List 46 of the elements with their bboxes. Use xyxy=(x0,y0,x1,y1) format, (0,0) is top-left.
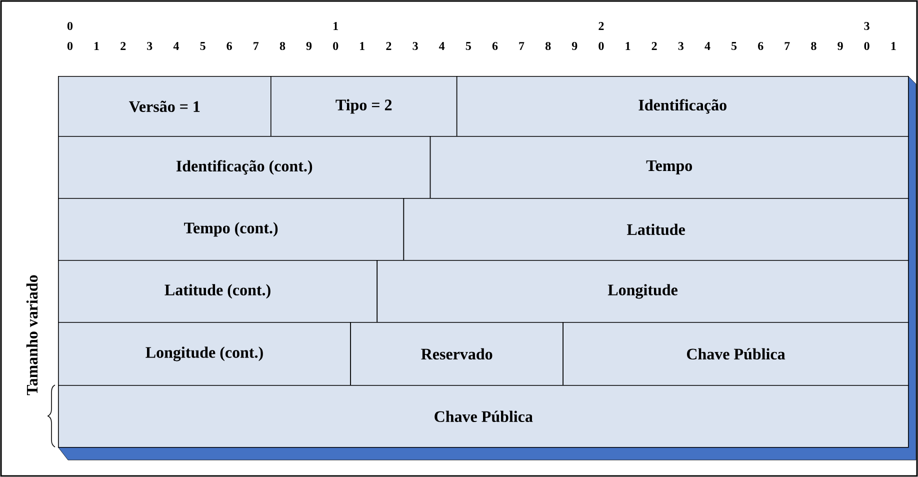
field-box: Tipo = 2 xyxy=(270,76,458,137)
side-label: Tamanho variado xyxy=(26,275,38,396)
bit-number: 0 xyxy=(333,42,338,50)
field-box: Reservado xyxy=(350,322,564,386)
bit-number: 8 xyxy=(280,42,286,50)
bit-number: 3 xyxy=(678,42,684,50)
bit-number: 5 xyxy=(200,42,206,50)
bit-number: 7 xyxy=(519,42,524,50)
bit-number: 6 xyxy=(226,42,232,50)
field-box: Latitude xyxy=(403,198,909,261)
bit-number: 0 xyxy=(864,42,870,50)
bit-number: 0 xyxy=(67,42,73,50)
field-box: Tempo (cont.) xyxy=(58,198,404,261)
bit-number: 2 xyxy=(598,22,604,30)
bit-number: 4 xyxy=(173,42,179,50)
bit-number: 9 xyxy=(838,42,843,50)
bit-number: 8 xyxy=(546,42,551,50)
bit-number: 6 xyxy=(758,42,764,50)
field-box: Tempo xyxy=(430,136,909,199)
field-box: Versão = 1 xyxy=(58,76,272,137)
bit-number: 9 xyxy=(306,42,312,50)
bit-number: 1 xyxy=(626,42,630,50)
bit-number: 3 xyxy=(864,22,870,30)
field-box: Latitude (cont.) xyxy=(58,260,378,323)
bit-number: 2 xyxy=(652,42,657,50)
bit-number: 4 xyxy=(704,42,710,50)
bit-number: 2 xyxy=(120,42,126,50)
bit-number: 3 xyxy=(412,42,418,50)
bit-number: 5 xyxy=(466,42,471,50)
bit-number: 1 xyxy=(891,42,896,50)
bit-number: 0 xyxy=(67,22,73,30)
bit-number: 9 xyxy=(572,42,578,50)
field-box: Chave Pública xyxy=(562,322,909,386)
bit-number: 7 xyxy=(784,42,790,50)
bit-number: 0 xyxy=(598,42,604,50)
bit-number: 5 xyxy=(732,42,737,50)
bit-number: 1 xyxy=(94,42,99,50)
field-box: Longitude (cont.) xyxy=(58,322,351,386)
bit-number: 3 xyxy=(147,42,152,50)
bit-number: 7 xyxy=(254,42,259,50)
bit-number: 8 xyxy=(811,42,816,50)
bit-number: 1 xyxy=(360,42,364,50)
bit-number: 6 xyxy=(492,42,498,50)
bit-number: 2 xyxy=(386,42,392,50)
bit-number: 1 xyxy=(334,22,338,30)
bit-number: 4 xyxy=(438,42,445,50)
